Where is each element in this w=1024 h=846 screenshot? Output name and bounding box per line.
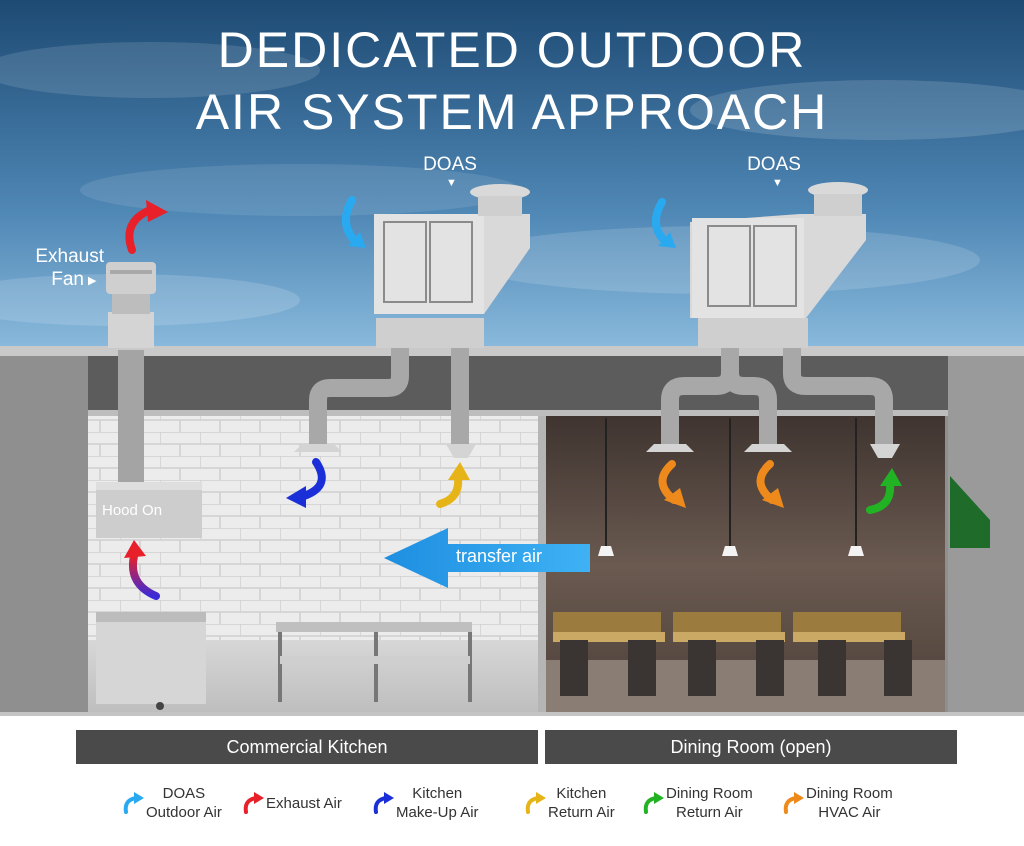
- dining-room-label: Dining Room (open): [545, 730, 957, 764]
- doas-left-pointer: ▼: [446, 177, 457, 189]
- curved-arrow-icon: [373, 792, 394, 814]
- curved-arrow-icon: [525, 792, 546, 814]
- transfer-air-arrow: [384, 528, 590, 588]
- legend-exhaust-air: Exhaust Air: [240, 780, 342, 826]
- commercial-kitchen-label: Commercial Kitchen: [76, 730, 538, 764]
- exhaust-fan-label-line2: Fan: [51, 269, 84, 290]
- curved-arrow-icon: [243, 792, 264, 814]
- doas-left-label: DOAS: [423, 154, 477, 175]
- hood-label: Hood On: [102, 502, 163, 519]
- curved-arrow-icon: [643, 792, 664, 814]
- transfer-air-label: transfer air: [456, 546, 543, 566]
- exhaust-fan-pointer: ▶: [88, 275, 97, 287]
- legend-label: Exhaust Air: [266, 794, 342, 812]
- title-line-2: AIR SYSTEM APPROACH: [195, 84, 829, 140]
- curved-arrow-icon: [123, 792, 144, 814]
- doas-right-pointer: ▼: [772, 177, 783, 189]
- title-line-1: DEDICATED OUTDOOR: [217, 22, 807, 78]
- doas-right-label: DOAS: [747, 154, 801, 175]
- curved-arrow-icon: [783, 792, 804, 814]
- exhaust-fan-label-line1: Exhaust: [35, 246, 104, 267]
